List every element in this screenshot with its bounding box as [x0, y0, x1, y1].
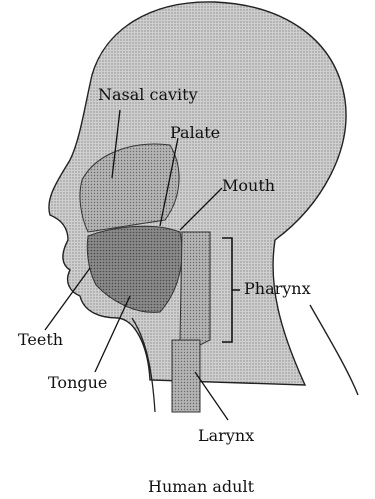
label-pharynx: Pharynx [244, 279, 311, 298]
label-teeth: Teeth [18, 330, 63, 349]
neck-back-line [310, 305, 358, 395]
pharynx-tube [180, 232, 210, 345]
label-tongue: Tongue [48, 373, 107, 392]
label-larynx: Larynx [198, 426, 254, 445]
label-mouth: Mouth [222, 176, 275, 195]
larynx-tube [172, 340, 200, 412]
label-palate: Palate [170, 123, 220, 142]
label-nasal-cavity: Nasal cavity [98, 85, 198, 104]
caption: Human adult [148, 477, 255, 496]
